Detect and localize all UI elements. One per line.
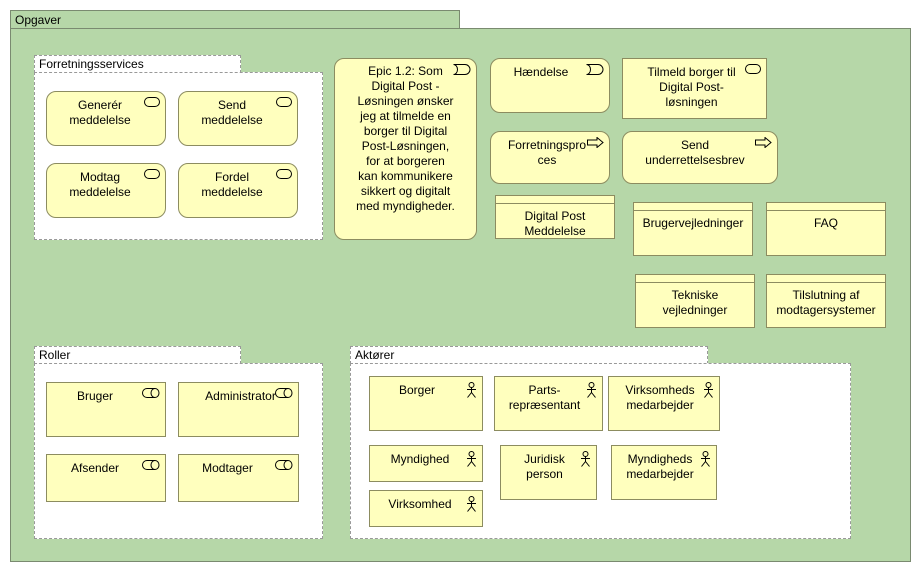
actor-icon xyxy=(704,382,713,398)
object-header-line xyxy=(634,210,752,211)
object-tech-guides[interactable]: Tekniske vejledninger xyxy=(635,274,755,328)
actor-icon xyxy=(587,382,596,398)
event-label: Hændelse xyxy=(513,65,569,79)
actor-label: Borger xyxy=(398,383,436,397)
actor-label: Virksomheds medarbejder xyxy=(625,383,695,412)
role-label: Afsender xyxy=(70,461,120,475)
actor-icon xyxy=(701,451,710,467)
epic-label: Epic 1.2: Som Digital Post - Løsningen ø… xyxy=(356,64,455,213)
object-digital-post-message[interactable]: Digital Post Meddelelse xyxy=(495,195,615,239)
event-icon xyxy=(586,64,604,75)
actor-virksomhed[interactable]: Virksomhed xyxy=(369,490,483,527)
process-arrow-icon xyxy=(755,137,772,148)
actor-myndighed[interactable]: Myndighed xyxy=(369,445,483,482)
service-label: Generér meddelelse xyxy=(69,98,131,127)
event-haendelse[interactable]: Hændelse xyxy=(490,58,610,113)
actor-company-employee[interactable]: Virksomheds medarbejder xyxy=(608,376,720,431)
actor-icon xyxy=(467,382,476,398)
actor-label: Parts-repræsentant xyxy=(508,383,581,412)
role-label: Bruger xyxy=(76,389,114,403)
tech-guides-label: Tekniske vejledninger xyxy=(662,288,728,317)
object-header-line xyxy=(636,282,754,283)
enroll-label: Tilmeld borger til Digital Post-løsninge… xyxy=(647,65,736,109)
object-header-line xyxy=(767,282,885,283)
process-arrow-icon xyxy=(587,137,604,148)
service-label: Modtag meddelelse xyxy=(69,170,131,199)
process-send-letter[interactable]: Send underrettelsesbrev xyxy=(622,131,778,184)
role-afsender[interactable]: Afsender xyxy=(46,454,166,502)
actor-label: Myndigheds medarbejder xyxy=(626,452,694,481)
service-icon xyxy=(144,169,160,179)
object-connect-receivers[interactable]: Tilslutning af modtagersystemer xyxy=(766,274,886,328)
role-modtager[interactable]: Modtager xyxy=(178,454,299,502)
actor-label: Virksomhed xyxy=(388,497,452,511)
process-forretningsproces[interactable]: Forretningsproces xyxy=(490,131,610,184)
user-guides-label: Brugervejledninger xyxy=(642,216,744,230)
group-services-title: Forretningsservices xyxy=(39,57,144,71)
group-actors-title: Aktører xyxy=(355,348,395,362)
service-icon xyxy=(276,169,292,179)
actor-borger[interactable]: Borger xyxy=(369,376,483,431)
object-faq[interactable]: FAQ xyxy=(766,202,886,256)
role-administrator[interactable]: Administrator xyxy=(178,382,299,437)
service-send[interactable]: Send meddelelse xyxy=(178,91,298,146)
actor-legal-person[interactable]: Juridisk person xyxy=(500,445,597,500)
connect-label: Tilslutning af modtagersystemer xyxy=(776,288,876,317)
role-label: Modtager xyxy=(202,461,253,475)
service-label: Fordel meddelelse xyxy=(201,170,263,199)
role-icon xyxy=(275,388,293,398)
package-tab: Opgaver xyxy=(10,10,460,29)
actor-authority-employee[interactable]: Myndigheds medarbejder xyxy=(611,445,717,500)
faq-label: FAQ xyxy=(813,216,838,230)
dp-message-label: Digital Post Meddelelse xyxy=(524,209,586,238)
actor-label: Juridisk person xyxy=(524,452,565,481)
role-icon xyxy=(275,460,293,470)
actor-party-representative[interactable]: Parts-repræsentant xyxy=(494,376,603,431)
actor-icon xyxy=(467,451,476,467)
service-enroll-citizen[interactable]: Tilmeld borger til Digital Post-løsninge… xyxy=(622,58,767,119)
service-distribute[interactable]: Fordel meddelelse xyxy=(178,163,298,218)
actor-icon xyxy=(581,451,590,467)
group-roles-title: Roller xyxy=(39,348,71,362)
group-actors-tab: Aktører xyxy=(350,346,708,364)
service-generate[interactable]: Generér meddelelse xyxy=(46,91,166,146)
actor-label: Myndighed xyxy=(390,452,450,466)
role-label: Administrator xyxy=(205,389,276,403)
object-header-line xyxy=(496,203,614,204)
object-header-line xyxy=(767,210,885,211)
service-label: Send meddelelse xyxy=(201,98,263,127)
event-icon xyxy=(453,64,471,75)
role-icon xyxy=(142,460,160,470)
service-icon xyxy=(745,64,761,74)
package-title: Opgaver xyxy=(15,13,62,27)
send-letter-label: Send underrettelsesbrev xyxy=(645,138,745,167)
epic-event[interactable]: Epic 1.2: Som Digital Post - Løsningen ø… xyxy=(334,58,477,240)
role-icon xyxy=(142,388,160,398)
group-roles-tab: Roller xyxy=(34,346,241,364)
group-services-tab: Forretningsservices xyxy=(34,55,241,73)
object-user-guides[interactable]: Brugervejledninger xyxy=(633,202,753,256)
service-receive[interactable]: Modtag meddelelse xyxy=(46,163,166,218)
actor-icon xyxy=(467,496,476,512)
service-icon xyxy=(144,97,160,107)
service-icon xyxy=(276,97,292,107)
process-label: Forretningsproces xyxy=(507,138,587,167)
role-bruger[interactable]: Bruger xyxy=(46,382,166,437)
